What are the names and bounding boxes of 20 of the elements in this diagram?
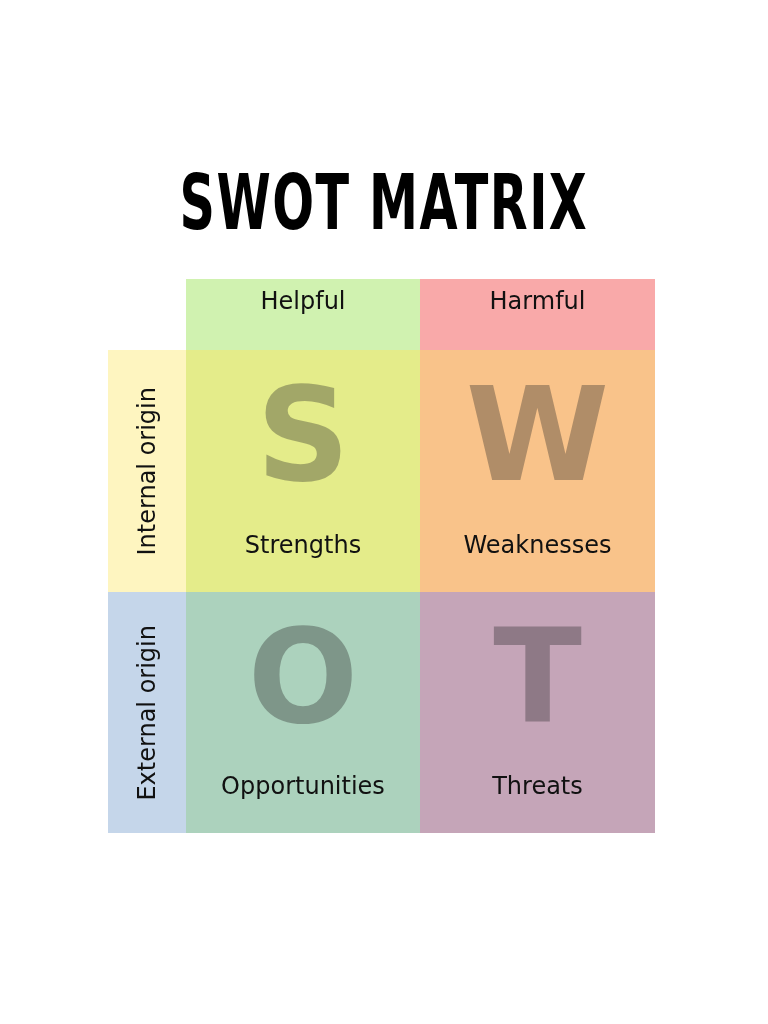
quadrant-label: Threats (492, 774, 583, 798)
header-label: Harmful (489, 289, 586, 313)
row-header-panel (108, 592, 186, 833)
large-letter: O (247, 612, 359, 742)
quadrant-panel (186, 592, 420, 833)
quadrant-panel (420, 350, 655, 592)
row-header-panel (108, 350, 186, 592)
header-label: External origin (135, 624, 159, 801)
quadrant-label: Weaknesses (463, 533, 612, 557)
large-letter: W (465, 370, 610, 500)
large-letter: S (256, 370, 350, 500)
title: SWOT MATRIX (179, 165, 589, 241)
column-header-panel (186, 279, 420, 350)
quadrant-panel (186, 350, 420, 592)
quadrant-label: Opportunities (221, 774, 385, 798)
column-header-panel (420, 279, 655, 350)
header-label: Helpful (260, 289, 346, 313)
header-label: Internal origin (135, 386, 159, 556)
quadrant-panel (420, 592, 655, 833)
quadrant-label: Strengths (244, 533, 362, 557)
